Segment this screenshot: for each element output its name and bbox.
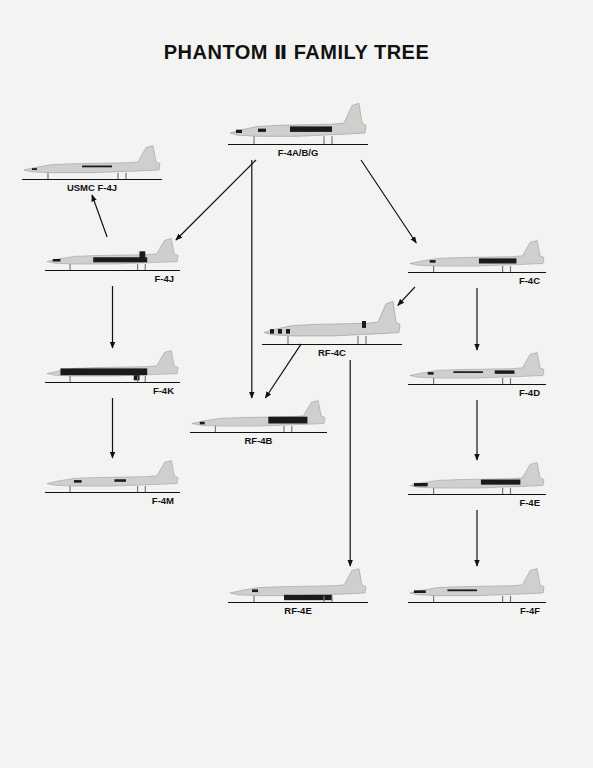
aircraft-label: RF-4B: [243, 435, 275, 447]
aircraft-node: F-4F: [408, 566, 546, 618]
aircraft-node: F-4C: [408, 238, 546, 288]
aircraft-node: RF-4C: [262, 298, 402, 360]
lineage-arrow: [476, 288, 477, 350]
ground-line: [408, 494, 546, 495]
ground-line: [408, 602, 546, 603]
aircraft-node: F-4E: [408, 460, 546, 510]
aircraft-node: RF-4E: [228, 566, 368, 618]
aircraft-silhouette: [228, 100, 368, 144]
aircraft-label: RF-4E: [282, 605, 313, 617]
ground-line: [228, 144, 368, 145]
lineage-arrow: [476, 400, 477, 460]
aircraft-silhouette: [45, 348, 180, 382]
aircraft-label: F-4D: [517, 387, 542, 399]
aircraft-node: F-4M: [45, 458, 180, 508]
aircraft-silhouette: [262, 298, 402, 344]
aircraft-node: F-4D: [408, 350, 546, 400]
aircraft-label: F-4K: [151, 385, 176, 397]
lineage-arrow: [361, 160, 416, 243]
aircraft-label: RF-4C: [316, 347, 348, 359]
aircraft-silhouette: [408, 460, 546, 494]
lineage-arrow: [112, 398, 113, 458]
aircraft-label: F-4J: [152, 273, 176, 285]
aircraft-label: F-4M: [150, 495, 176, 507]
lineage-arrow: [176, 160, 256, 240]
aircraft-label: F-4E: [517, 497, 542, 509]
aircraft-silhouette: [190, 398, 327, 432]
ground-line: [22, 179, 162, 180]
lineage-arrow: [251, 160, 252, 398]
aircraft-node: F-4K: [45, 348, 180, 398]
aircraft-label: USMC F-4J: [65, 182, 119, 194]
ground-line: [408, 384, 546, 385]
aircraft-silhouette: [22, 143, 162, 179]
ground-line: [408, 272, 546, 273]
lineage-arrow: [350, 360, 351, 566]
lineage-arrow: [112, 286, 113, 348]
aircraft-node: USMC F-4J: [22, 143, 162, 195]
diagram-title: PHANTOM Ⅱ FAMILY TREE: [0, 40, 593, 64]
aircraft-silhouette: [45, 236, 180, 270]
aircraft-label: F-4A/B/G: [276, 147, 321, 159]
ground-line: [190, 432, 327, 433]
aircraft-silhouette: [45, 458, 180, 492]
ground-line: [45, 492, 180, 493]
aircraft-silhouette: [228, 566, 368, 602]
lineage-arrow: [398, 287, 415, 305]
ground-line: [45, 382, 180, 383]
aircraft-silhouette: [408, 566, 546, 602]
lineage-arrow: [265, 344, 301, 398]
aircraft-label: F-4F: [518, 605, 542, 617]
aircraft-node: F-4J: [45, 236, 180, 286]
lineage-arrow: [476, 510, 477, 566]
ground-line: [45, 270, 180, 271]
aircraft-node: RF-4B: [190, 398, 327, 448]
lineage-arrow: [92, 195, 107, 237]
ground-line: [262, 344, 402, 345]
aircraft-silhouette: [408, 238, 546, 272]
aircraft-node: F-4A/B/G: [228, 100, 368, 160]
ground-line: [228, 602, 368, 603]
aircraft-label: F-4C: [517, 275, 542, 287]
aircraft-silhouette: [408, 350, 546, 384]
